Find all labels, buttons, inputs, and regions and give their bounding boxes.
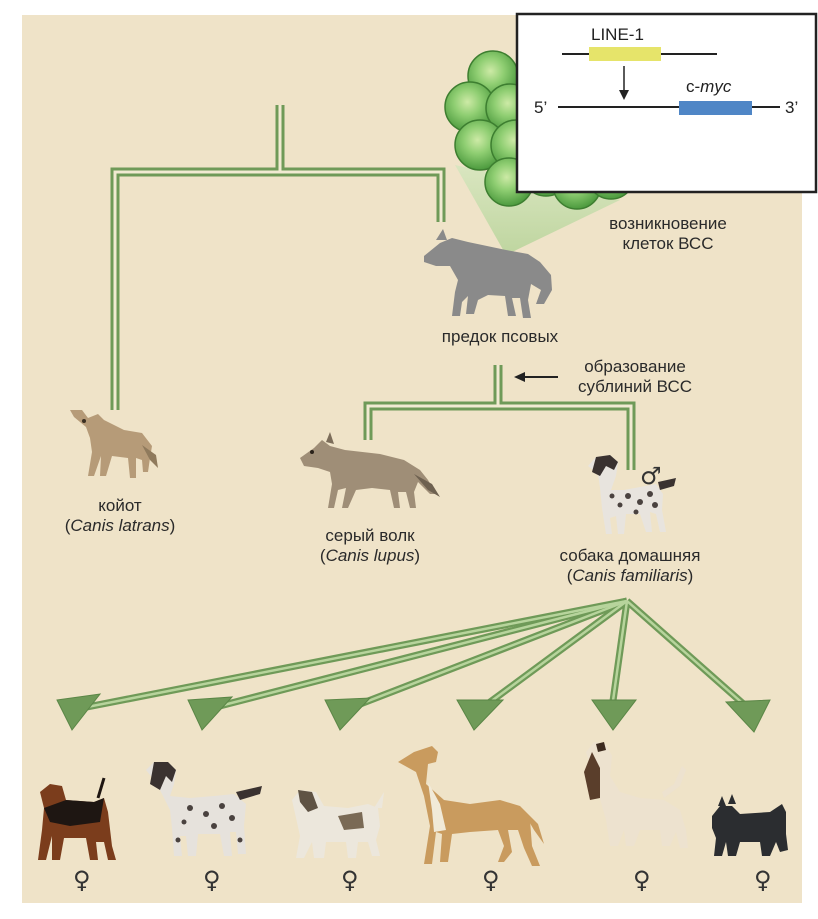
line1-element bbox=[589, 47, 661, 61]
sublineage-label: образование сублиний ВСС bbox=[560, 357, 710, 397]
female-symbol: ♀ bbox=[341, 866, 359, 894]
coyote-latin-name: (Canis latrans) bbox=[30, 516, 210, 536]
coyote-label: койот (Canis latrans) bbox=[30, 496, 210, 536]
ancestor-label: предок псовых bbox=[420, 327, 580, 347]
line1-label: LINE-1 bbox=[591, 25, 644, 44]
c-myc-label: c-myc bbox=[686, 77, 732, 96]
ctvt-origin-label: возникновение клеток ВСС bbox=[578, 214, 758, 254]
male-symbol: ♂ bbox=[640, 462, 662, 490]
female-symbol: ♀ bbox=[203, 866, 221, 894]
wolf-latin-name: (Canis lupus) bbox=[290, 546, 450, 566]
female-symbol: ♀ bbox=[73, 866, 91, 894]
dog-latin-name: (Canis familiaris) bbox=[540, 566, 720, 586]
wolf-label: серый волк (Canis lupus) bbox=[290, 526, 450, 566]
sublineage-label-line1: образование bbox=[560, 357, 710, 377]
line1-insertion-inset: LINE-1 5’ 3’ c-myc bbox=[517, 14, 816, 192]
female-symbol: ♀ bbox=[633, 866, 651, 894]
dog-label: собака домашняя (Canis familiaris) bbox=[540, 546, 720, 586]
ctvt-origin-label-line1: возникновение bbox=[578, 214, 758, 234]
three-prime-label: 3’ bbox=[785, 98, 798, 117]
five-prime-label: 5’ bbox=[534, 98, 547, 117]
c-myc-gene bbox=[679, 101, 752, 115]
dog-common-name: собака домашняя bbox=[540, 546, 720, 566]
female-symbol: ♀ bbox=[754, 866, 772, 894]
wolf-common-name: серый волк bbox=[290, 526, 450, 546]
female-symbol: ♀ bbox=[482, 866, 500, 894]
sublineage-label-line2: сублиний ВСС bbox=[560, 377, 710, 397]
ctvt-origin-label-line2: клеток ВСС bbox=[578, 234, 758, 254]
coyote-common-name: койот bbox=[30, 496, 210, 516]
